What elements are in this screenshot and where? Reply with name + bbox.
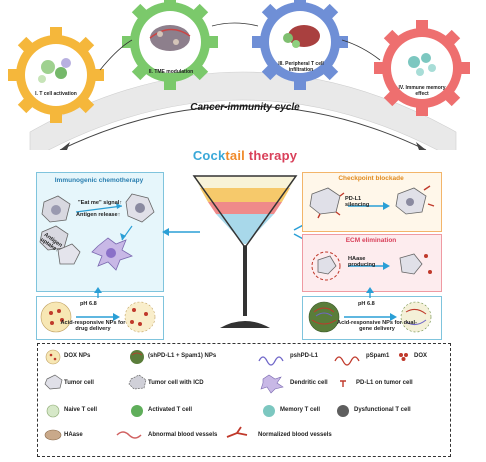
legend-label: Dendritic cell bbox=[290, 380, 328, 386]
naive-t-icon bbox=[46, 404, 60, 418]
antigen-release-text: Antigen release↑ bbox=[76, 212, 121, 218]
cycle-title: Cancer-immunity cycle bbox=[190, 102, 300, 113]
legend-label: PD-L1 on tumor cell bbox=[356, 380, 413, 386]
legend-label: Abnormal blood vessels bbox=[148, 432, 218, 438]
legend-label: (shPD-L1 + Spam1) NPs bbox=[148, 353, 217, 359]
tumor-icd-icon bbox=[128, 374, 147, 390]
tumor-cell-icon bbox=[125, 193, 155, 223]
arrow-to-left-icon bbox=[162, 228, 169, 236]
legend-icons bbox=[44, 349, 408, 441]
dox-icon bbox=[399, 353, 408, 361]
dual-nps-icon bbox=[130, 350, 144, 364]
dox-np-released-icon bbox=[124, 301, 156, 333]
abnormal-vessel-icon bbox=[116, 431, 142, 439]
gear-step-1-icon bbox=[8, 27, 104, 123]
dendritic-cell-icon bbox=[91, 237, 133, 271]
np-connectors bbox=[94, 287, 374, 298]
right-np-text: Acid-responsive NPs for dual-gene delive… bbox=[337, 320, 417, 333]
legend-label: DOX NPs bbox=[64, 353, 91, 359]
legend-label: Memory T cell bbox=[280, 407, 321, 413]
cycle-step-4-label: IV. Immune memory effect bbox=[398, 85, 446, 97]
ecm-title: ECM elimination bbox=[345, 237, 397, 244]
arrow-eat-me-icon bbox=[75, 205, 123, 213]
tumor-cell-icd-icon bbox=[41, 195, 71, 223]
legend-label: DOX bbox=[414, 353, 428, 359]
cocktail-title: Cocktail therapy bbox=[150, 148, 340, 163]
haase-icon bbox=[44, 429, 62, 441]
cocktail-title-part3: therapy bbox=[245, 148, 298, 163]
dox-np-icon bbox=[40, 301, 72, 333]
tumor-pdl1-icon bbox=[309, 187, 341, 215]
memory-t-icon bbox=[263, 405, 275, 417]
legend-label: Naive T cell bbox=[64, 407, 98, 413]
left-ph-text: pH 6.8 bbox=[80, 301, 97, 307]
cocktail-title-part1: Cock bbox=[192, 148, 226, 163]
cycle-arc-line bbox=[59, 105, 427, 150]
tumor-cell-cluster-icon bbox=[39, 225, 81, 265]
left-panel-cells bbox=[39, 193, 155, 271]
eat-me-signal-text: "Eat me" signal↑ bbox=[78, 200, 123, 206]
left-np-graphics bbox=[40, 301, 156, 333]
cycle-arc bbox=[29, 71, 457, 150]
dox-nps-icon bbox=[45, 349, 61, 365]
legend-label: pshPD-L1 bbox=[290, 353, 319, 359]
dual-gene-np-icon bbox=[308, 301, 340, 333]
gear-step-4-icon bbox=[374, 20, 470, 116]
cycle-arrow-left-icon bbox=[60, 142, 70, 150]
legend-label: pSpam1 bbox=[366, 353, 390, 359]
legend-label: HAase bbox=[64, 432, 83, 438]
haase-producing-text: HAase producing bbox=[348, 256, 376, 269]
pspam1-icon bbox=[334, 356, 360, 366]
psh-pdl1-icon bbox=[258, 356, 284, 366]
activated-t-icon bbox=[131, 405, 143, 417]
tumor-cell-icon bbox=[44, 374, 63, 390]
cycle-graphic bbox=[8, 0, 470, 150]
cycle-step-2-label: II. TME modulation bbox=[148, 69, 194, 75]
checkpoint-title: Checkpoint blockade bbox=[338, 175, 404, 182]
dendritic-cell-icon bbox=[260, 374, 284, 394]
pdl1-tumor-icon bbox=[340, 380, 346, 387]
legend-label: Tumor cell bbox=[64, 380, 94, 386]
legend-label: Normalized blood vessels bbox=[258, 432, 332, 438]
ecm-shell-icon bbox=[311, 251, 341, 281]
dysfunctional-t-icon bbox=[337, 405, 349, 417]
legend-label: Tumor cell with ICD bbox=[148, 380, 204, 386]
legend-box bbox=[37, 343, 451, 457]
left-np-text: Acid-responsive NPs for drug delivery bbox=[60, 320, 126, 333]
dual-gene-np-released-icon bbox=[400, 301, 432, 333]
pdl1-silencing-text: PD-L1 silencing bbox=[345, 196, 370, 209]
normal-vessel-icon bbox=[226, 426, 248, 438]
cycle-step-1-label: I. T cell activation bbox=[35, 91, 77, 97]
right-np-graphics bbox=[308, 301, 432, 333]
left-panel-title: Immunogenic chemotherapy bbox=[54, 177, 144, 184]
cocktail-title-part2: tail bbox=[225, 148, 245, 163]
cocktail-glass-icon bbox=[192, 175, 298, 328]
ecm-graphics bbox=[311, 251, 432, 281]
checkpoint-graphics bbox=[309, 185, 435, 219]
legend-label: Dysfunctional T cell bbox=[354, 407, 411, 413]
tumor-ecm-free-icon bbox=[399, 253, 423, 275]
cycle-arrow-right-icon bbox=[416, 142, 426, 150]
cycle-step-3-label: III. Peripheral T cell infiltration bbox=[278, 61, 324, 73]
legend-label: Activated T cell bbox=[148, 407, 193, 413]
right-ph-text: pH 6.8 bbox=[358, 301, 375, 307]
